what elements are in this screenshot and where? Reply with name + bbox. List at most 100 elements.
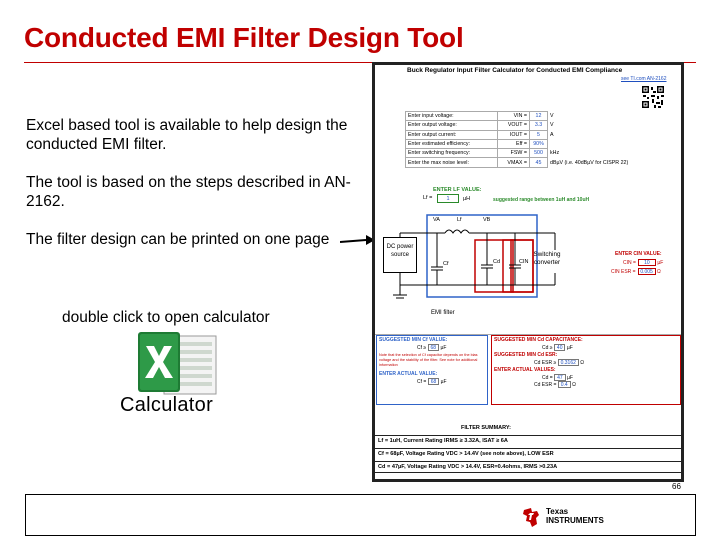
input-unit: A [550,131,554,138]
excel-icon[interactable] [120,330,236,416]
cf-actual-label: Cf = [417,379,427,385]
cf-actual-row: Cf = 68 µF [377,378,487,385]
cd-esr-input[interactable]: 0.4 [557,381,571,388]
cin-label: CIN = [623,260,636,266]
input-symbol: VIN = [497,110,530,122]
summary-line-cd: Cd = 47µF, Voltage Rating VDC > 14.4V, E… [375,461,681,473]
cd-label: Cd = [542,375,553,381]
sug-cf-value: 68 [427,344,440,351]
input-symbol: IOUT = [497,129,530,140]
open-calculator-hint: double click to open calculator [62,309,270,326]
ti-wordmark-line2: Instruments [546,516,604,525]
input-iout[interactable]: 5 [529,129,548,140]
cin-row: CIN =10 µF [623,259,663,266]
calculator-icon-label[interactable]: Calculator [120,394,214,416]
sug-cd-label: Cd ≥ [542,345,553,351]
cf-actual-unit: µF [440,379,447,385]
calculator-preview[interactable]: Buck Regulator Input Filter Calculator f… [372,62,684,482]
input-unit [548,139,631,148]
cd-esr-row: Cd ESR = 0.4 Ω [492,381,680,388]
sug-esr-value: 0.3162 [557,359,579,366]
bullet-an2162: The tool is based on the steps described… [26,174,351,210]
ti-wordmark-line1: Texas [546,507,569,516]
input-parameters-table: Enter input voltage: VIN = 12 V Enter ou… [405,110,631,168]
emi-filter-schematic [393,214,556,299]
cin-esr-input[interactable]: 0.005 [637,268,656,275]
cf-note: Note that the selection of Cf capacitor … [379,353,478,367]
input-label: Enter estimated efficiency: [405,138,498,150]
cin-esr-row: CIN ESR =0.005 Ω [611,268,661,275]
enter-lf-label: ENTER LF VALUE: [433,187,482,193]
emi-filter-label: EMI filter [431,310,455,316]
cin-unit: µF [657,260,664,266]
sug-cd-row: Cd ≥ 40 µF [492,344,680,351]
cap-cf-label: Cf [443,261,449,267]
input-fsw[interactable]: 500 [529,148,548,159]
table-row: Enter switching frequency: FSW = 500 kHz [405,148,631,159]
input-unit: dBµV (i.e. 40dBµV for CISPR 22) [550,159,629,166]
cap-cin-label: CIN [519,259,529,265]
ti-wordmark: Texas Instruments [546,507,604,525]
input-vin[interactable]: 12 [529,110,548,122]
divider [375,334,681,335]
input-label: Enter the max noise level: [405,157,498,168]
ti-logo-icon [523,508,539,527]
inductor-label: Lf [457,217,462,223]
input-vout[interactable]: 3.3 [529,120,548,131]
summary-line-cf: Cf = 68µF, Voltage Rating VDC > 14.4V (s… [375,448,681,460]
input-label: Enter switching frequency: [405,148,498,159]
input-label: Enter input voltage: [405,110,498,122]
lf-label: Lf = [423,195,433,201]
input-unit: V [550,122,554,129]
qr-code-icon [641,85,665,109]
table-row: Enter output voltage: VOUT = 3.3 V [405,120,631,131]
dc-power-source: DC power source [383,237,417,273]
input-unit: kHz [550,150,560,157]
cd-unit: µF [567,375,573,381]
cd-row: Cd = 47 µF [492,374,680,381]
enter-actual-values-header: ENTER ACTUAL VALUES: [494,367,556,373]
cf-panel: SUGGESTED MIN Cf VALUE: Cf ≥ 68 µF Note … [376,335,488,405]
enter-cin-label: ENTER CIN VALUE: [615,251,662,257]
bullet-excel-tool: Excel based tool is available to help de… [26,117,348,153]
input-efficiency[interactable]: 90% [529,138,548,150]
table-row: Enter output current: IOUT = 5 A [405,129,631,140]
cap-cd-label: Cd [493,259,501,265]
input-symbol: VOUT = [497,120,530,131]
sug-esr-row: Cd ESR ≥ 0.3162 Ω [492,359,680,366]
table-row: Enter estimated efficiency: Eff = 90% [405,138,631,150]
cin-esr-unit: Ω [656,269,661,275]
lf-input[interactable]: 1 [437,194,459,203]
lf-range-hint: suggested range between 1uH and 10uH [493,197,590,203]
filter-summary-title: FILTER SUMMARY: [461,425,512,431]
input-symbol: Eff = [497,138,530,150]
cd-panel: SUGGESTED MIN Cd CAPACITANCE: Cd ≥ 40 µF… [491,335,681,405]
summary-line-lf: Lf = 1uH, Current Rating IRMS ≥ 3.32A, I… [375,435,681,447]
input-symbol: FSW = [497,148,530,159]
sug-esr-header: SUGGESTED MIN Cd ESR: [494,352,558,358]
lf-unit: µH [463,196,471,202]
input-label: Enter output voltage: [405,120,498,131]
node-vb-label: VB [483,217,491,223]
switching-converter: Switching converter [533,251,561,266]
calc-an-link[interactable]: see TI.com AN-2162 [621,76,667,82]
title-underline [24,62,696,63]
node-va-label: VA [433,217,440,223]
sug-cd-value: 40 [553,344,566,351]
sug-cf-label: Cf ≥ [417,345,427,351]
cf-actual-input[interactable]: 68 [427,378,440,385]
cin-input[interactable]: 10 [637,259,656,266]
table-row: Enter the max noise level: VMAX = 45 dBµ… [405,157,631,168]
input-label: Enter output current: [405,129,498,140]
page-number: 66 [672,482,681,491]
input-vmax[interactable]: 45 [529,157,548,168]
cd-esr-unit: Ω [572,382,576,388]
cin-esr-label: CIN ESR = [611,269,636,275]
sug-esr-label: Cd ESR ≥ [534,360,557,366]
table-row: Enter input voltage: VIN = 12 V [405,110,631,122]
enter-actual-header: ENTER ACTUAL VALUE: [379,371,438,377]
calc-heading: Buck Regulator Input Filter Calculator f… [407,67,623,74]
input-unit: V [550,113,554,120]
sug-cd-unit: µF [566,345,573,351]
cd-input[interactable]: 47 [554,374,566,381]
